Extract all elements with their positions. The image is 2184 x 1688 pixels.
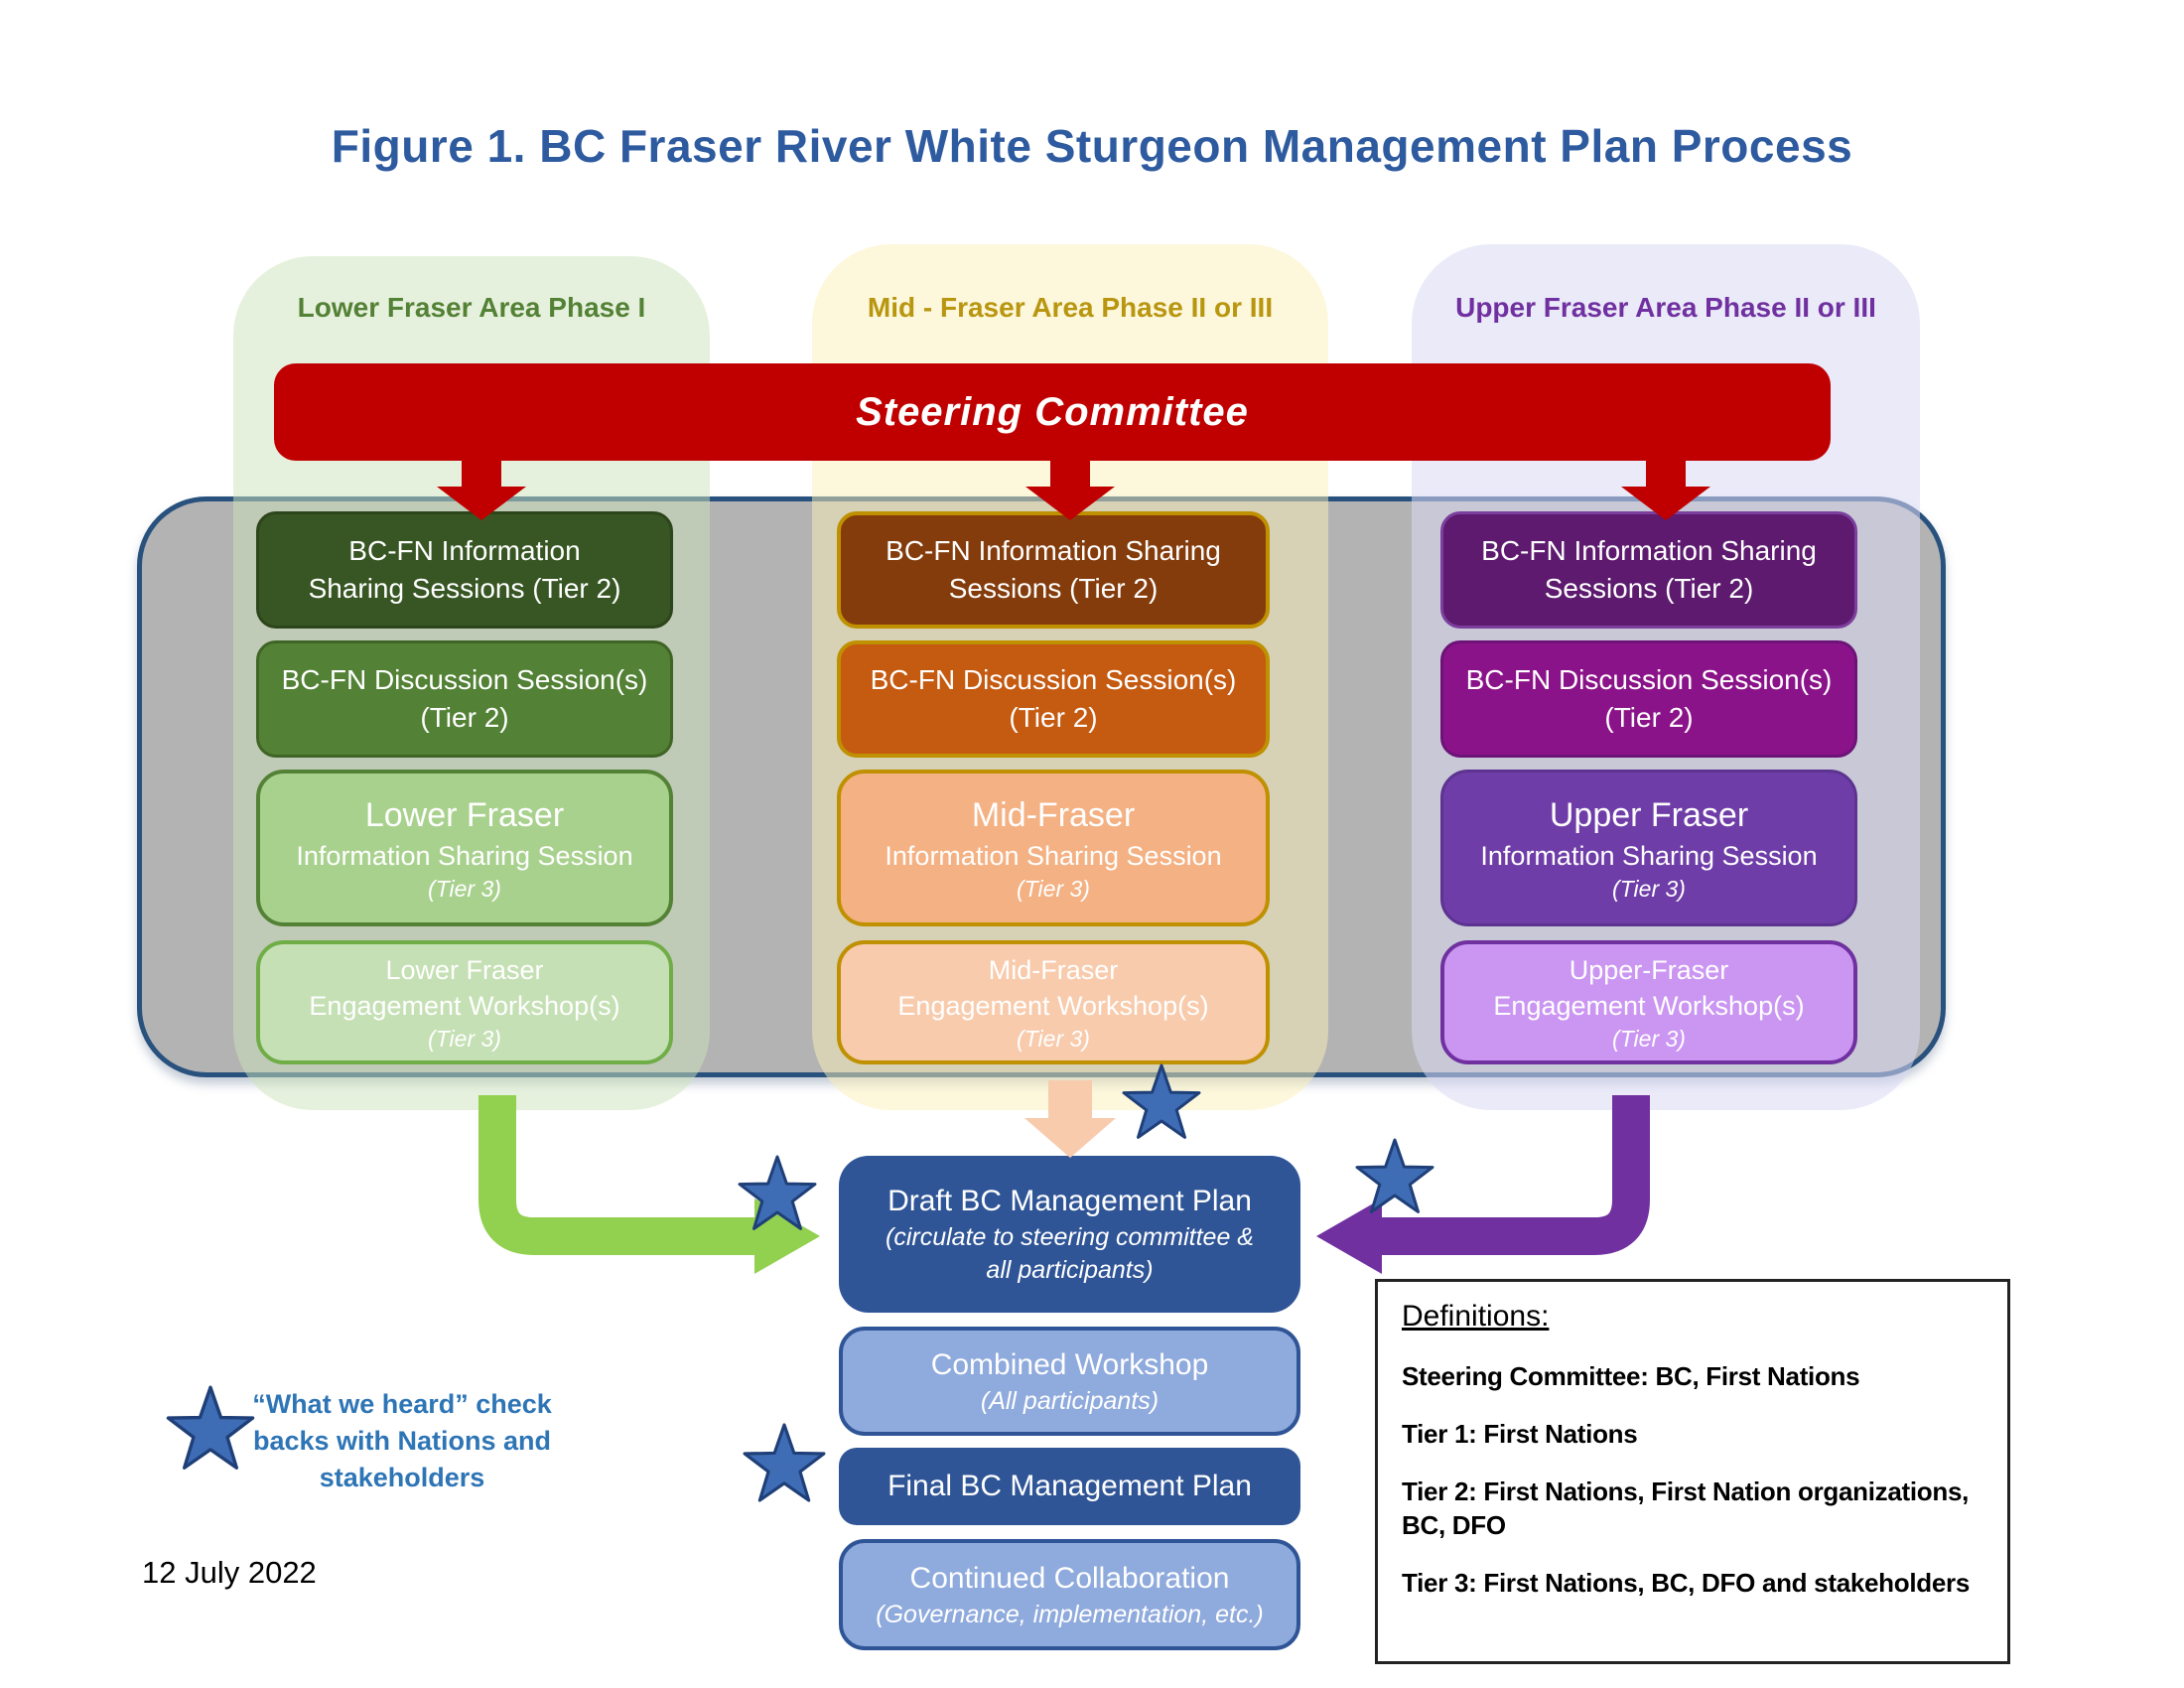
- box-title: Continued Collaboration: [909, 1561, 1230, 1595]
- box-subtitle: (circulate to steering committee &: [886, 1223, 1254, 1251]
- mid-engagement-workshops-box: Mid-Fraser Engagement Workshop(s) (Tier …: [837, 940, 1270, 1064]
- upper-engagement-workshops-box: Upper-Fraser Engagement Workshop(s) (Tie…: [1440, 940, 1857, 1064]
- definitions-box: Definitions: Steering Committee: BC, Fir…: [1375, 1279, 2010, 1664]
- lower-engagement-workshops-box: Lower Fraser Engagement Workshop(s) (Tie…: [256, 940, 673, 1064]
- box-line: Sharing Sessions (Tier 2): [308, 573, 621, 604]
- steering-committee-label: Steering Committee: [856, 389, 1249, 434]
- legend-star-icon: [166, 1385, 255, 1470]
- box-subtitle: Information Sharing Session: [296, 841, 633, 871]
- box-title: Mid-Fraser: [988, 954, 1119, 985]
- check-back-star-icon: [1355, 1138, 1434, 1213]
- check-back-star-icon: [738, 1155, 817, 1230]
- box-line: BC-FN Information Sharing: [886, 535, 1221, 566]
- box-tier-label: (Tier 3): [428, 1025, 501, 1052]
- mid-discussion-sessions-box: BC-FN Discussion Session(s) (Tier 2): [837, 640, 1270, 758]
- mid-information-sharing-session-box: Mid-Fraser Information Sharing Session (…: [837, 770, 1270, 926]
- box-tier-label: (Tier 3): [1612, 1025, 1686, 1052]
- star-legend-note: “What we heard” check backs with Nations…: [250, 1386, 554, 1496]
- box-line: (Tier 2): [1009, 702, 1098, 733]
- definition-tier-2: Tier 2: First Nations, First Nation orga…: [1402, 1477, 1970, 1540]
- box-tier-label: (Tier 3): [1017, 876, 1090, 902]
- box-tier-label: (Tier 3): [1017, 1025, 1090, 1052]
- upper-info-sharing-sessions-box: BC-FN Information Sharing Sessions (Tier…: [1440, 511, 1857, 629]
- column-header-mid-fraser: Mid - Fraser Area Phase II or III: [867, 292, 1274, 323]
- box-title: Final BC Management Plan: [887, 1470, 1252, 1502]
- definition-tier-1: Tier 1: First Nations: [1402, 1419, 1638, 1449]
- lower-information-sharing-session-box: Lower Fraser Information Sharing Session…: [256, 770, 673, 926]
- box-subtitle: Information Sharing Session: [1480, 841, 1818, 871]
- definition-tier-3: Tier 3: First Nations, BC, DFO and stake…: [1402, 1568, 1970, 1598]
- lower-info-sharing-sessions-box: BC-FN Information Sharing Sessions (Tier…: [256, 511, 673, 629]
- box-title: Lower Fraser: [364, 796, 565, 834]
- box-tier-label: (Tier 3): [428, 876, 501, 902]
- column-header-upper-fraser: Upper Fraser Area Phase II or III: [1455, 292, 1876, 323]
- box-subtitle: all participants): [986, 1256, 1154, 1284]
- legend-line: “What we heard” check: [252, 1389, 552, 1419]
- purple-elbow-arrowhead-icon: [1316, 1198, 1382, 1274]
- legend-line: backs with Nations and: [252, 1426, 552, 1456]
- box-tier-label: (Tier 3): [1612, 876, 1686, 902]
- steering-committee-bar: Steering Committee: [274, 363, 1831, 461]
- upper-information-sharing-session-box: Upper Fraser Information Sharing Session…: [1440, 770, 1857, 926]
- box-line: (Tier 2): [1604, 702, 1694, 733]
- box-subtitle: Engagement Workshop(s): [309, 990, 620, 1021]
- box-title: Draft BC Management Plan: [887, 1185, 1252, 1217]
- box-line: (Tier 2): [420, 702, 509, 733]
- figure-date: 12 July 2022: [142, 1555, 317, 1590]
- draft-bc-management-plan-box: Draft BC Management Plan (circulate to s…: [839, 1156, 1300, 1313]
- box-subtitle: Engagement Workshop(s): [897, 990, 1209, 1021]
- box-line: BC-FN Discussion Session(s): [870, 664, 1237, 695]
- box-line: Sessions (Tier 2): [1544, 573, 1754, 604]
- green-elbow-arrowhead-icon: [754, 1198, 820, 1274]
- box-subtitle: Information Sharing Session: [885, 841, 1222, 871]
- box-title: Lower Fraser: [385, 954, 544, 985]
- column-header-lower-fraser: Lower Fraser Area Phase I: [297, 292, 646, 323]
- mid-info-sharing-sessions-box: BC-FN Information Sharing Sessions (Tier…: [837, 511, 1270, 629]
- upper-discussion-sessions-box: BC-FN Discussion Session(s) (Tier 2): [1440, 640, 1857, 758]
- box-line: BC-FN Information Sharing: [1481, 535, 1817, 566]
- box-title: Upper-Fraser: [1569, 954, 1729, 985]
- box-line: Sessions (Tier 2): [948, 573, 1159, 604]
- combined-workshop-box: Combined Workshop (All participants): [839, 1327, 1300, 1436]
- box-line: BC-FN Information: [348, 535, 581, 566]
- box-line: BC-FN Discussion Session(s): [281, 664, 648, 695]
- box-title: Upper Fraser: [1549, 796, 1749, 834]
- box-subtitle: (Governance, implementation, etc.): [876, 1600, 1264, 1628]
- continued-collaboration-box: Continued Collaboration (Governance, imp…: [839, 1539, 1300, 1650]
- definition-steering-committee: Steering Committee: BC, First Nations: [1402, 1361, 1860, 1391]
- legend-line: stakeholders: [319, 1463, 485, 1492]
- purple-elbow-arrow-icon: [1382, 1095, 1650, 1255]
- box-title: Mid-Fraser: [971, 796, 1136, 834]
- green-elbow-arrow-icon: [478, 1095, 754, 1255]
- figure-title: Figure 1. BC Fraser River White Sturgeon…: [331, 120, 1853, 172]
- box-line: BC-FN Discussion Session(s): [1465, 664, 1833, 695]
- box-subtitle: (All participants): [980, 1386, 1160, 1415]
- definitions-heading: Definitions:: [1402, 1300, 1550, 1333]
- box-subtitle: Engagement Workshop(s): [1493, 990, 1805, 1021]
- box-title: Combined Workshop: [930, 1347, 1209, 1381]
- final-bc-management-plan-box: Final BC Management Plan: [839, 1448, 1300, 1525]
- check-back-star-icon: [743, 1423, 826, 1502]
- lower-discussion-sessions-box: BC-FN Discussion Session(s) (Tier 2): [256, 640, 673, 758]
